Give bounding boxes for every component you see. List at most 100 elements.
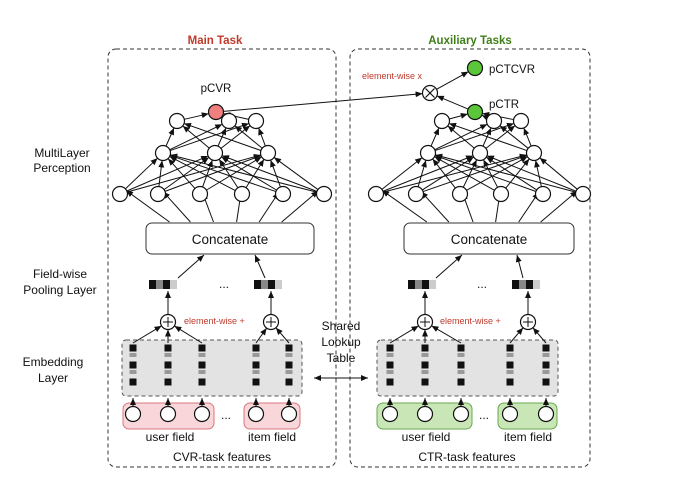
aux-pooled-vector-cell [512,280,519,289]
aux-hidden2-node [525,144,543,162]
main-embedding-cell [164,361,172,369]
aux-hidden1-to-hidden2-edge [383,153,527,193]
main-pool-to-concat-arrow [177,254,205,279]
aux-embedding-to-sum-arrow [532,327,547,344]
main-embedding-cell [252,361,260,369]
main-concatenate-label: Concatenate [192,232,269,247]
aux-pool-to-concat-arrow [515,254,524,279]
pctr-to-multiply-arrow [436,95,469,110]
main-pooled-vector-cell [170,280,177,289]
main-pooled-vector-cell [268,280,275,289]
aux-hidden1-to-hidden2-edge [382,155,474,192]
main-hidden1-node [315,185,333,203]
aux-hidden2-to-hidden3-edge [448,122,528,152]
shared-lookup-line2: Lookup [321,335,361,349]
main-embedding-cell-light [198,370,206,374]
main-hidden1-node [149,185,167,203]
aux-input-node [501,405,519,423]
aux-hidden1-node [367,185,385,203]
aux-hidden1-to-hidden2-edge [434,156,495,191]
main-embedding-cell [129,378,137,386]
main-embedding-cell-light [252,370,260,374]
aux-embedding-cell [506,344,514,352]
main-concatenate-box [145,222,315,255]
ctr-features-label: CTR-task features [418,450,515,464]
aux-embedding-cell-light [506,353,514,357]
mlp-label-line2: Perception [33,161,90,175]
main-hidden1-node [111,185,129,203]
cvr-features-label: CVR-task features [173,450,271,464]
main-hidden1-to-hidden2-edge [169,156,236,191]
aux-tasks-title: Auxiliary Tasks [428,35,512,47]
network-nodes [111,59,592,423]
aux-embedding-cell-light [421,353,429,357]
aux-hidden3-node [512,112,530,130]
main-hidden1-to-hidden2-edge [202,159,213,188]
main-embedding-cell-light [164,370,172,374]
main-hidden3-to-output-edge [184,112,209,120]
main-hidden1-node [191,185,209,203]
multiply-cross-b [425,88,435,98]
aux-embedding-cell-light [457,370,465,374]
aux-pool-to-concat-arrow [435,254,463,279]
aux-concat-to-hidden-arrow [381,189,428,223]
aux-concatenate-box [403,222,575,255]
main-input-node [280,405,298,423]
main-item-field-label: item field [248,430,296,444]
aux-input-node [381,405,399,423]
main-pool-to-concat-arrow [254,254,266,279]
aux-hidden2-to-hidden3-edge [485,125,516,149]
aux-hidden1-to-hidden2-edge [422,156,474,191]
main-hidden1-to-hidden2-edge [170,153,317,193]
aux-hidden1-node [574,185,592,203]
main-embedding-to-sum-arrow [132,325,162,344]
aux-embedding-cell-light [542,370,550,374]
pooling-label-line2: Pooling Layer [23,283,96,297]
main-user-field-label: user field [146,430,195,444]
aux-hidden1-to-hidden2-edge [381,157,423,190]
aux-embedding-cell [506,361,514,369]
main-embedding-cell [252,378,260,386]
main-elementwise-plus-label: element-wise + [184,316,245,326]
aux-embedding-cell [386,361,394,369]
aux-concat-to-hidden-arrow [540,190,578,223]
main-hidden1-to-hidden2-edge [221,155,318,192]
aux-pooled-vector-cell [408,280,415,289]
main-embedding-area [121,339,303,397]
aux-hidden1-to-hidden2-edge [422,154,528,193]
main-hidden1-to-hidden2-edge [221,156,277,191]
main-pooled-vector-cell [163,280,170,289]
aux-hidden2-to-hidden3-edge [430,127,440,147]
aux-embedding-cell-light [386,370,394,374]
main-hidden2-to-hidden3-edge [220,125,251,149]
embedding-label-line2: Layer [38,371,68,385]
aux-input-ellipsis: ... [479,408,489,422]
main-pooled-vector-cell [275,280,282,289]
aux-embedding-cell [542,361,550,369]
aux-embedding-cell [457,361,465,369]
aux-concat-to-hidden-arrow [518,191,540,223]
main-hidden1-to-hidden2-edge [125,157,158,190]
main-hidden2-node [206,144,224,162]
aux-embedding-cell [421,361,429,369]
main-input-node [124,405,142,423]
aux-concat-to-hidden-arrow [420,191,450,223]
main-embedding-cell [285,378,293,386]
aux-hidden1-to-hidden2-edge [417,160,427,187]
aux-input-node [416,405,434,423]
aux-hidden1-to-hidden2-edge [486,156,537,191]
aux-embedding-cell-light [386,353,394,357]
aux-pooled-vector-cell [519,280,526,289]
aux-embedding-cell [457,378,465,386]
aux-hidden1-to-hidden2-edge [435,153,576,193]
aux-embedding-cell [386,344,394,352]
main-input-node [193,405,211,423]
main-hidden1-to-hidden2-edge [245,159,265,188]
main-hidden1-to-hidden2-edge [158,160,165,187]
aux-embedding-cell [506,378,514,386]
main-task-panel [107,48,337,468]
aux-hidden2-to-hidden3-edge [499,125,529,149]
shared-lookup-line3: Table [327,351,356,365]
aux-embedding-cell [421,378,429,386]
aux-hidden1-to-hidden2-edge [434,155,537,192]
